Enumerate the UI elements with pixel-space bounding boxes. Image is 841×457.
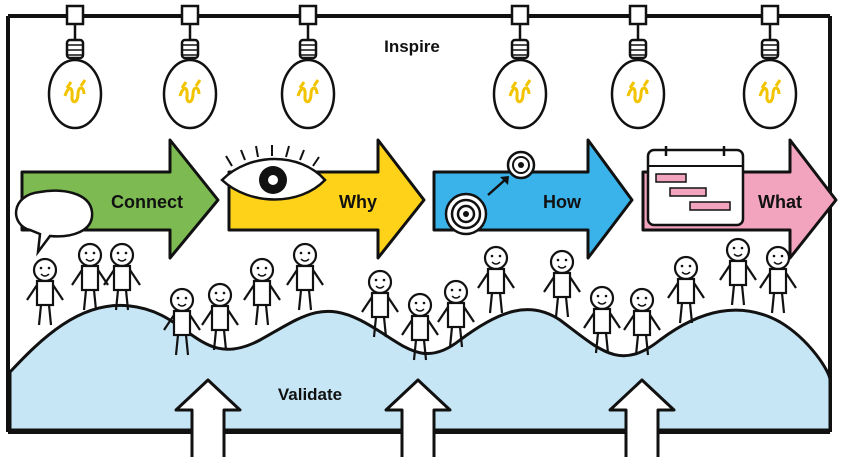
stick-figure-icon: [286, 242, 324, 311]
stick-figure-icon: [719, 237, 757, 306]
stick-figure-icon: [103, 242, 141, 311]
stick-figure-icon: [71, 242, 109, 311]
stick-figure-icon: [361, 269, 399, 338]
stick-figure-icon: [243, 257, 281, 326]
lightbulb-icon: [742, 4, 798, 130]
stage-label-connect: Connect: [111, 192, 183, 212]
stick-figure-icon: [759, 245, 797, 314]
stage-arrow-why: Why: [227, 138, 426, 260]
stick-figure-icon: [543, 249, 581, 318]
inspire-label: Inspire: [384, 37, 440, 56]
stick-figure-icon: [163, 287, 201, 356]
stick-figure-icon: [583, 285, 621, 354]
up-arrows: [174, 378, 676, 457]
lightbulb-icon: [280, 4, 336, 130]
stick-figure-icon: [26, 257, 64, 326]
up-arrow-icon: [174, 378, 242, 457]
stick-figure-icon: [401, 292, 439, 361]
bulb-row: [47, 4, 798, 130]
stage-label-what: What: [758, 192, 802, 212]
stage-label-why: Why: [339, 192, 377, 212]
stick-figure-icon: [437, 279, 475, 348]
speech-bubble-icon: [14, 189, 94, 257]
stick-figure-icon: [201, 282, 239, 351]
eye-icon: [220, 145, 327, 201]
stick-figure-icon: [667, 255, 705, 324]
gantt-chart-icon: [646, 146, 745, 227]
people-crowd: [26, 237, 797, 361]
up-arrow-icon: [608, 378, 676, 457]
stage-label-how: How: [543, 192, 582, 212]
lightbulb-icon: [492, 4, 548, 130]
stick-figure-icon: [477, 245, 515, 314]
stick-figure-icon: [623, 287, 661, 356]
validate-label: Validate: [278, 385, 342, 404]
up-arrow-icon: [384, 378, 452, 457]
lightbulb-icon: [162, 4, 218, 130]
target-icon: [444, 150, 536, 236]
lightbulb-icon: [610, 4, 666, 130]
lightbulb-icon: [47, 4, 103, 130]
